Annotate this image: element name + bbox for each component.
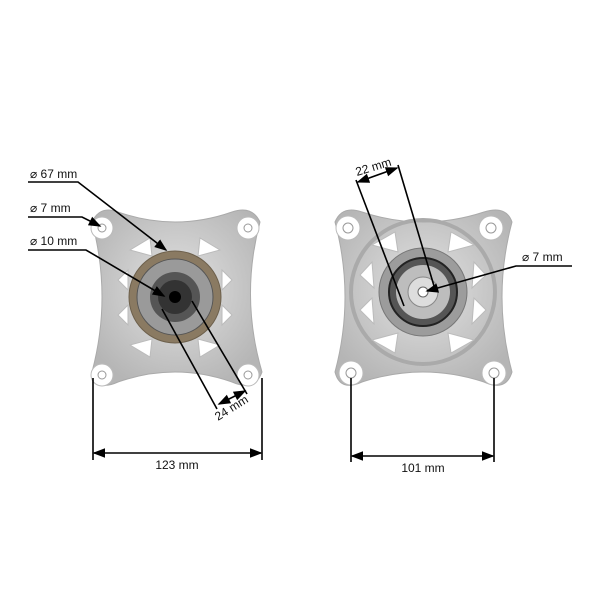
dimension-center-hole-diameter: ⌀ 10 mm <box>28 234 166 297</box>
dimension-right-center-hole: ⌀ 7 mm <box>425 250 572 293</box>
dimension-mount-hole-diameter: ⌀ 7 mm <box>28 201 102 227</box>
spindle-bottom-view <box>334 209 513 386</box>
spindle-top-view <box>90 209 263 387</box>
dimension-hole-spacing: 101 mm <box>350 378 495 475</box>
label-mount-hole-diameter: ⌀ 7 mm <box>30 201 71 215</box>
label-hole-spacing: 101 mm <box>401 461 444 475</box>
label-shaft-width: 22 mm <box>354 155 393 179</box>
label-right-center-hole: ⌀ 7 mm <box>522 250 563 264</box>
label-overall-width: 123 mm <box>155 458 198 472</box>
dimension-bearing-diameter: ⌀ 67 mm <box>28 167 168 251</box>
dimension-overall-width: 123 mm <box>92 378 263 472</box>
label-bearing-diameter: ⌀ 67 mm <box>30 167 77 181</box>
label-center-hole-diameter: ⌀ 10 mm <box>30 234 77 248</box>
